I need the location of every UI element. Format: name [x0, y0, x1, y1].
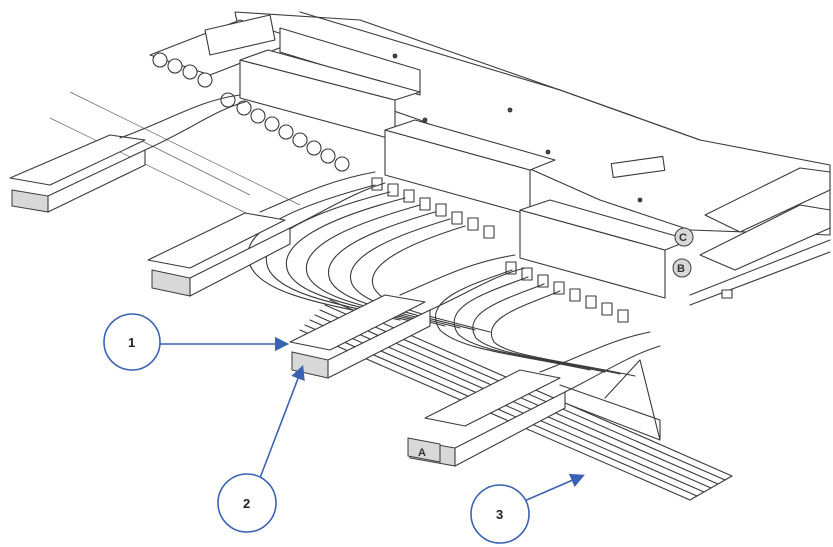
callout-1: 1 [103, 313, 290, 371]
callout-2: 2 [217, 365, 305, 533]
tray-arm-3 [289, 254, 526, 379]
callout-3-arrow [521, 473, 585, 503]
callout-3-label: 3 [496, 507, 503, 522]
callout-2-circle [217, 473, 277, 533]
connector-block-2 [371, 119, 556, 239]
callout-1-circle [103, 313, 161, 371]
tab-c-label: C [679, 232, 687, 244]
callout-3-circle [470, 484, 530, 544]
tab-c: C [674, 227, 694, 247]
tray-arm-right [559, 167, 831, 441]
connector-block-3 [505, 199, 691, 323]
callout-1-label: 1 [128, 335, 135, 350]
floor-guides [49, 91, 301, 216]
tab-a: A [407, 437, 441, 463]
callout-2-label: 2 [243, 496, 250, 511]
connector-block-rear [149, 14, 421, 96]
tray-arm-4 [409, 331, 661, 467]
tray-arm-2 [147, 171, 386, 297]
callout-3: 3 [470, 473, 585, 544]
tab-a-label: A [418, 447, 426, 459]
tab-b: B [672, 258, 692, 278]
callout-2-arrow [259, 365, 305, 479]
tray-arm-1 [9, 94, 246, 213]
connector-block-1 [220, 49, 421, 172]
tab-b-label: B [677, 263, 685, 275]
